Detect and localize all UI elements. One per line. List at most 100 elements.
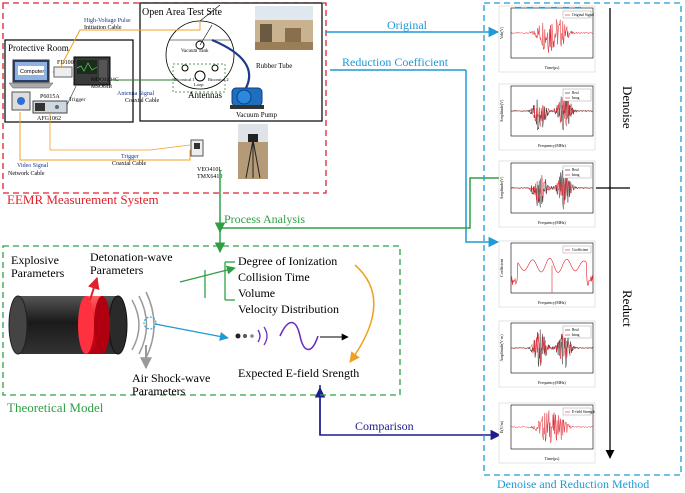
mdo-label: MDO4104C: [91, 77, 119, 83]
init-cable-label: Initiation Cable: [84, 25, 122, 31]
trigger-cable-line: [49, 113, 191, 151]
coaxial-label: Coaxial Cable: [125, 98, 159, 104]
param-volume: Volume: [238, 286, 275, 300]
initiation-cable-line: [59, 21, 201, 69]
explosive-charge-icon: [8, 295, 128, 355]
vacuum-pump-icon: [230, 87, 264, 109]
test-site-photo: [255, 6, 313, 50]
imag-trace: [511, 333, 593, 364]
biconical1-label: Biconical 1: [174, 77, 195, 82]
protective-room-label: Protective Room: [8, 43, 69, 53]
antennas-label: Antennas: [188, 90, 222, 100]
efield-label: Expected E-field Srength: [238, 366, 359, 380]
tripod-photo: [238, 124, 268, 179]
plot-ylabel: Coefficient: [499, 258, 504, 277]
wire-trigger: [66, 85, 77, 106]
shock-line2: Parameters: [132, 384, 186, 398]
afg-generator-icon: [32, 100, 68, 114]
plot-ylabel: Amplitude(V): [499, 176, 504, 199]
legend-entry: Coefficient: [572, 248, 588, 252]
method-title: Denoise and Reduction Method: [497, 477, 649, 491]
legend-entry: Real: [572, 168, 579, 172]
loop-label: Loop: [194, 82, 204, 87]
plot-xlabel: Frequency(MHz): [538, 300, 566, 305]
plasma-region-icon: [143, 316, 157, 330]
explosive-line2: Parameters: [11, 266, 65, 280]
to-efield-arrow: [349, 264, 375, 363]
denoise-reduction-panel: Denoise and Reduction Method Denoise Red…: [483, 2, 682, 491]
plot-xlabel: Frequency(MHz): [538, 143, 566, 148]
veo-label: VEO410L: [197, 167, 222, 173]
legend-entry: Real: [572, 91, 579, 95]
detonation-line1: Detonation-wave: [90, 250, 173, 264]
process-label: Process Analysis: [224, 212, 305, 226]
signal-unit-icon: [11, 91, 31, 111]
network-cable-line: [19, 112, 191, 161]
param-collision: Collision Time: [238, 270, 310, 284]
shock-arc-1: [131, 299, 140, 351]
coefficient-trace: [510, 257, 594, 286]
hv-pulse-label: High-Voltage Pulse: [84, 18, 131, 24]
shock-arc-3: [145, 291, 155, 359]
eemr-title: EEMR Measurement System: [7, 192, 159, 207]
plot-xlabel: Time(μs): [545, 65, 560, 70]
rubber-tube-label: Rubber Tube: [256, 62, 292, 70]
theory-title: Theoretical Model: [7, 400, 104, 415]
plot-ylabel: E(V/m): [499, 420, 504, 433]
connection-arrows: Original Reduction Coefficient Process A…: [214, 18, 502, 441]
plot-legend-box: [562, 407, 592, 416]
coaxial2-label: Coaxial Cable: [112, 161, 146, 167]
marker-tick: [527, 7, 533, 9]
antenna-signal-label: Antenna Signal: [117, 91, 154, 97]
theory-border: [2, 245, 401, 396]
tmx-label: TMX6410: [197, 174, 222, 180]
real-trace: [510, 170, 594, 210]
marker-tick: [575, 7, 581, 9]
imag-trace: [511, 94, 593, 127]
trigger-label: Trigger: [69, 97, 85, 103]
rubber-tube-line: [211, 38, 251, 89]
legend-entry: Imag: [572, 333, 580, 337]
signal-plots: Original SignalTime(μs)Volt(V)RealImagFr…: [498, 5, 595, 464]
plot-ylabel: Amplitude(V·m): [499, 334, 504, 362]
oscilloscope-icon: [73, 56, 111, 86]
biconical2-label: Biconical 2: [208, 77, 229, 82]
marker-tick: [539, 7, 545, 9]
shock-line1: Air Shock-wave: [132, 371, 210, 385]
marker-tick: [551, 7, 557, 9]
vacuum-pump-label: Vacuum Pump: [236, 111, 278, 119]
plot-ylabel: Volt(V): [499, 26, 504, 39]
signal-trace: [510, 19, 594, 53]
em-wave-icon: [257, 321, 319, 351]
marker-tick: [515, 7, 521, 9]
reduction-arrow: [465, 160, 500, 248]
fd100-device-icon: [53, 66, 73, 78]
legend-entry: Imag: [572, 173, 580, 177]
trigger2-label: Trigger: [121, 154, 139, 160]
plot-ylabel: Amplitude(V): [499, 99, 504, 122]
legend-entry: E-field Strength: [572, 410, 595, 414]
denoise-label: Denoise: [620, 86, 635, 129]
plot-legend-box: [562, 10, 592, 19]
param-arrow: [179, 265, 236, 283]
afg-label: AFG1062: [37, 116, 61, 122]
comparison-label: Comparison: [355, 419, 414, 433]
mso-label: MSO64B: [91, 84, 112, 90]
eemr-measurement-system: EEMR Measurement System Protective Room …: [2, 2, 327, 207]
legend-entry: Original Signal: [572, 13, 594, 17]
laptop-computer-icon: [8, 59, 54, 89]
plot-xlabel: Frequency(MHz): [538, 220, 566, 225]
fd100-label: FD100: [57, 60, 74, 66]
marker-tick: [563, 7, 569, 9]
computer-label: Computer: [20, 69, 44, 75]
open-area-label: Open Area Test Site: [142, 7, 222, 18]
vacuum-tank-label: Vacuum Tank: [181, 49, 209, 54]
process-analysis-arrow: [214, 177, 500, 254]
plot-xlabel: Frequency(MHz): [538, 380, 566, 385]
detonation-arrow: [88, 276, 100, 301]
emission-arrow: [154, 323, 229, 341]
original-label: Original: [387, 18, 428, 32]
charged-particles-icon: [235, 333, 254, 339]
shock-arc-2: [138, 295, 148, 355]
